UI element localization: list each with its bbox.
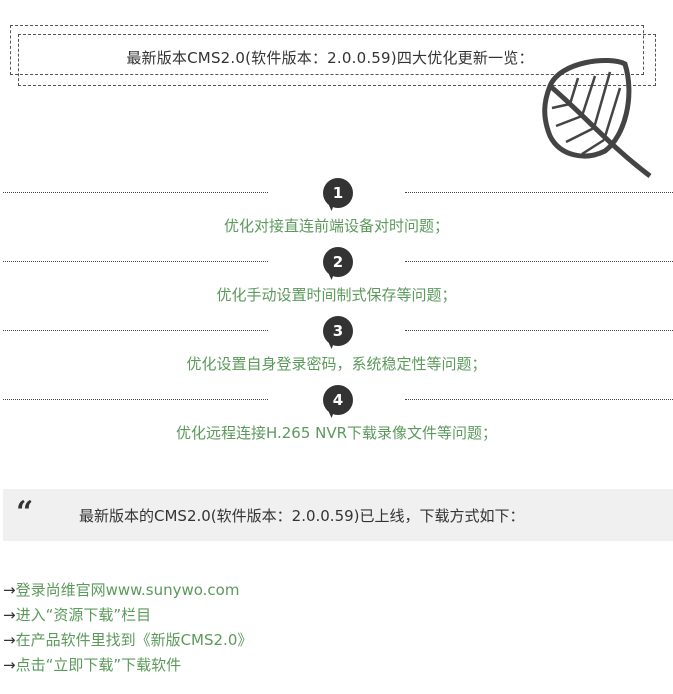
- download-steps-list: →登录尚维官网www.sunywo.com →进入“资源下载”栏目 →在产品软件…: [3, 580, 252, 680]
- step-3: 3 优化设置自身登录密码，系统稳定性等问题；: [0, 316, 673, 386]
- quote-block: “ 最新版本的CMS2.0(软件版本：2.0.0.59)已上线，下载方式如下：: [3, 489, 673, 541]
- divider-line: [405, 330, 673, 331]
- list-item[interactable]: →进入“资源下载”栏目: [3, 605, 252, 630]
- step-text: 优化对接直连前端设备对时问题；: [223, 217, 449, 235]
- list-item[interactable]: →在产品软件里找到《新版CMS2.0》: [3, 630, 252, 655]
- quote-text: 最新版本的CMS2.0(软件版本：2.0.0.59)已上线，下载方式如下：: [79, 507, 525, 525]
- divider-line: [3, 330, 268, 331]
- header-frame-outer: [10, 25, 644, 75]
- divider-line: [3, 192, 268, 193]
- arrow-icon: →: [3, 606, 16, 624]
- step-number-badge: 3: [323, 316, 353, 346]
- step-2: 2 优化手动设置时间制式保存等问题；: [0, 247, 673, 317]
- quote-icon: “: [16, 495, 34, 530]
- divider-line: [3, 399, 268, 400]
- divider-line: [405, 192, 673, 193]
- step-text: 优化设置自身登录密码，系统稳定性等问题；: [186, 355, 487, 373]
- link-text[interactable]: 登录尚维官网www.sunywo.com: [15, 581, 240, 599]
- header-frame-inner: [18, 34, 656, 86]
- divider-line: [405, 261, 673, 262]
- step-text: 优化远程连接H.265 NVR下载录像文件等问题；: [175, 424, 498, 442]
- page-title: 最新版本CMS2.0(软件版本：2.0.0.59)四大优化更新一览：: [126, 49, 534, 67]
- step-number-badge: 2: [323, 247, 353, 277]
- arrow-icon: →: [3, 581, 16, 599]
- link-text[interactable]: 在产品软件里找到《新版CMS2.0》: [15, 631, 253, 649]
- list-item[interactable]: →登录尚维官网www.sunywo.com: [3, 580, 252, 605]
- divider-line: [3, 261, 268, 262]
- step-text: 优化手动设置时间制式保存等问题；: [216, 286, 457, 304]
- list-item[interactable]: →点击“立即下载”下载软件: [3, 655, 252, 680]
- step-4: 4 优化远程连接H.265 NVR下载录像文件等问题；: [0, 385, 673, 455]
- leaf-icon: [540, 56, 655, 185]
- link-text[interactable]: 点击“立即下载”下载软件: [15, 656, 182, 674]
- divider-line: [405, 399, 673, 400]
- link-text[interactable]: 进入“资源下载”栏目: [15, 606, 152, 624]
- arrow-icon: →: [3, 656, 16, 674]
- step-number-badge: 4: [323, 385, 353, 415]
- step-number-badge: 1: [323, 178, 353, 208]
- arrow-icon: →: [3, 631, 16, 649]
- step-1: 1 优化对接直连前端设备对时问题；: [0, 178, 673, 248]
